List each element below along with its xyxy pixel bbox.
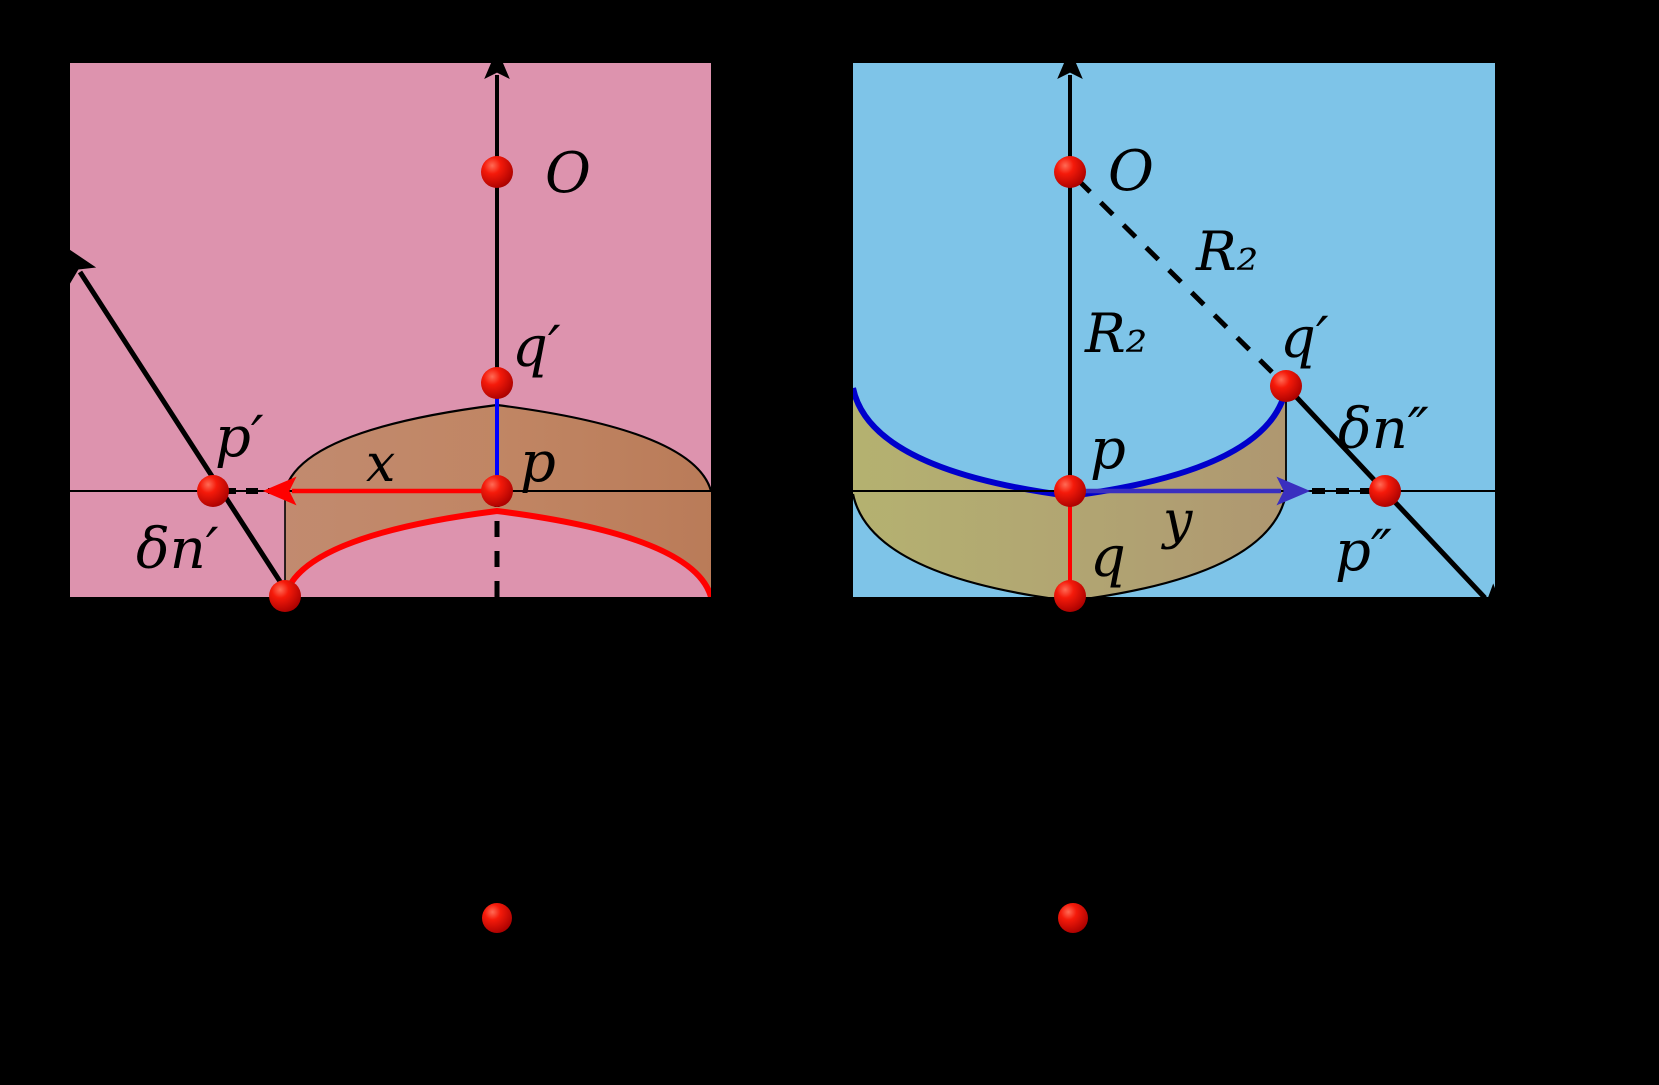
right-shaded-region xyxy=(853,388,1286,496)
left-panel: O q′ p x p′ δn′ xyxy=(70,63,711,597)
left-incident-ray xyxy=(70,244,294,597)
right-label-q: q xyxy=(1090,525,1126,590)
left-label-p: p xyxy=(520,430,556,495)
point-markers xyxy=(197,156,1401,933)
left-label-x: x xyxy=(366,434,395,494)
right-label-p-double-prime: p″ xyxy=(1335,519,1392,584)
marker-right-q-prime xyxy=(1270,370,1302,402)
marker-right-O xyxy=(1054,156,1086,188)
marker-stray-left xyxy=(482,903,512,933)
marker-left-O xyxy=(481,156,513,188)
marker-right-q xyxy=(1054,580,1086,612)
marker-left-p xyxy=(481,475,513,507)
right-label-q-prime: q′ xyxy=(1280,306,1329,371)
left-inner-arc-red xyxy=(282,507,711,597)
right-label-p: p xyxy=(1090,417,1126,482)
right-label-R2-diagonal: R₂ xyxy=(1195,220,1258,283)
marker-left-p-prime xyxy=(197,475,229,507)
right-label-O: O xyxy=(1108,139,1154,204)
marker-right-p-double-prime xyxy=(1369,475,1401,507)
left-label-delta-n-prime: δn′ xyxy=(136,517,219,582)
left-label-q-prime: q′ xyxy=(512,315,561,380)
marker-stray-right xyxy=(1058,903,1088,933)
right-outer-arc xyxy=(853,493,1288,597)
right-label-R2-vertical: R₂ xyxy=(1084,302,1147,365)
right-radius-dashed xyxy=(1076,178,1286,386)
left-label-O: O xyxy=(545,141,591,206)
marker-left-q-prime xyxy=(481,367,513,399)
right-panel: O R₂ R₂ q′ p q y δn″ p″ xyxy=(853,63,1495,597)
left-label-p-prime: p′ xyxy=(215,405,264,470)
right-label-delta-n-double-prime: δn″ xyxy=(1338,397,1429,462)
marker-left-lower xyxy=(269,580,301,612)
right-label-y: y xyxy=(1161,491,1193,551)
marker-right-p xyxy=(1054,475,1086,507)
